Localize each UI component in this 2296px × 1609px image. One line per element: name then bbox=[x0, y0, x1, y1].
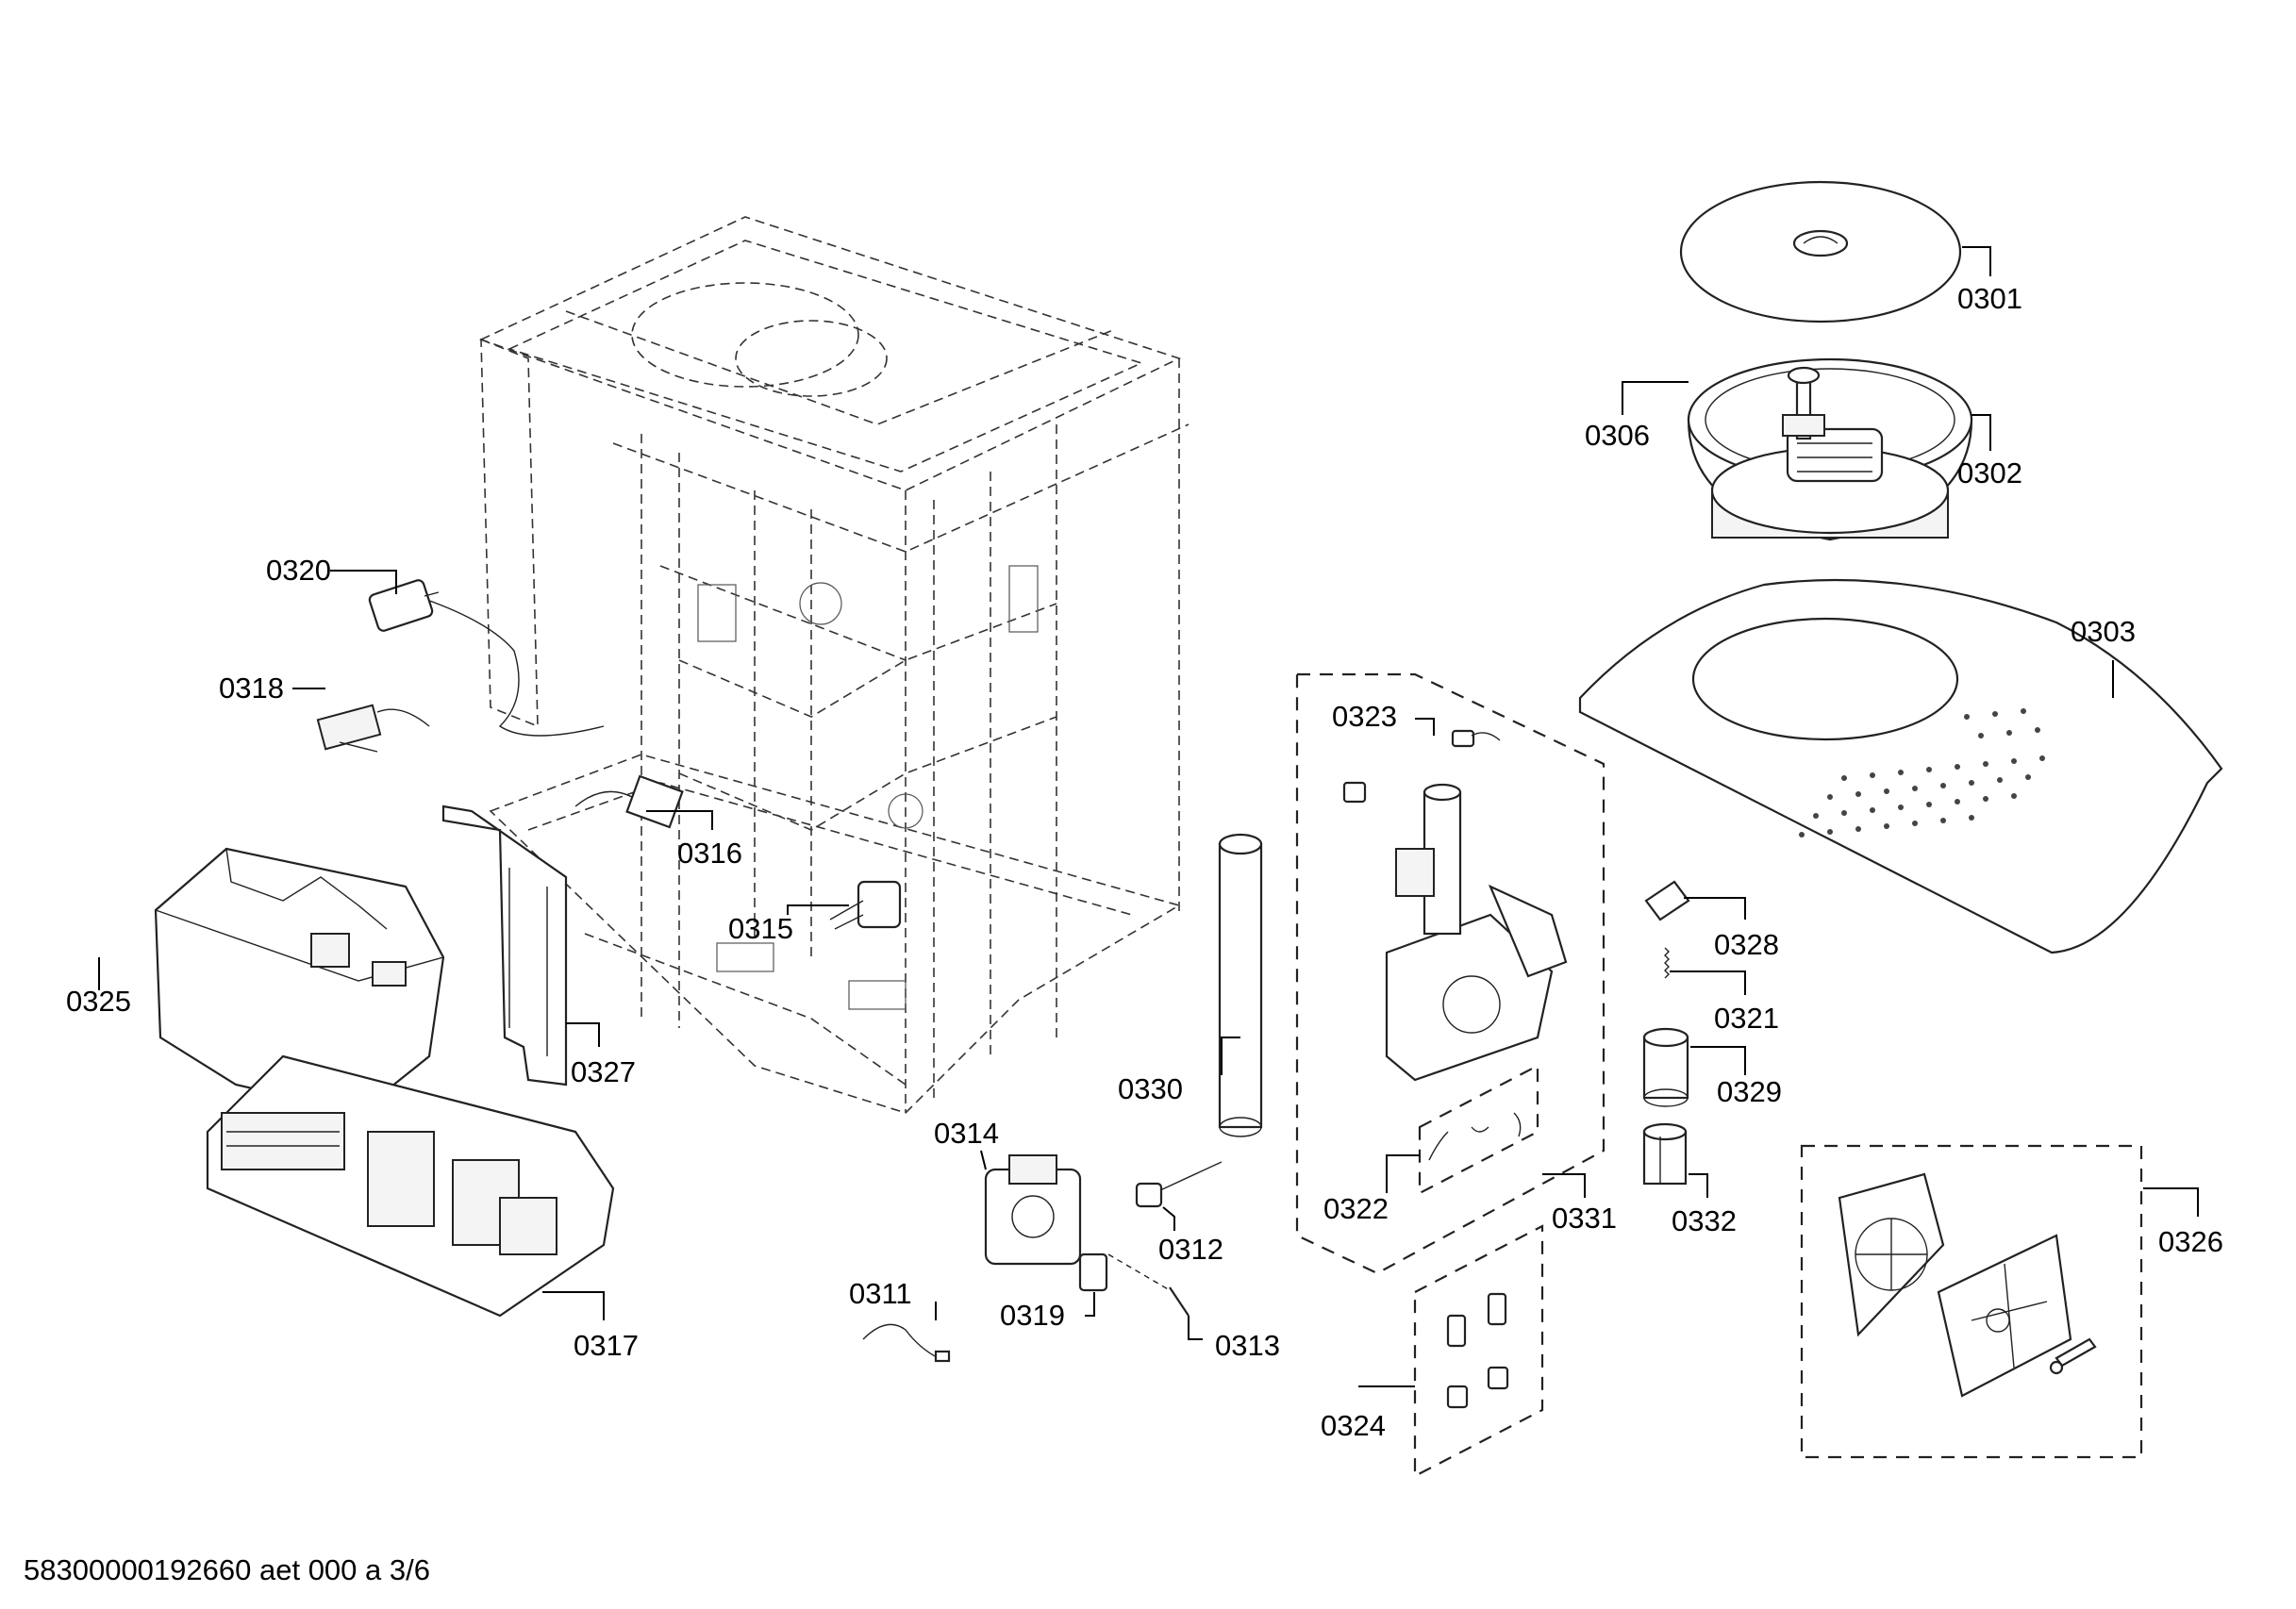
group-0331-brew-unit bbox=[1295, 672, 1606, 1275]
label-0312: 0312 bbox=[1158, 1233, 1223, 1266]
label-0328: 0328 bbox=[1714, 928, 1779, 961]
label-0323: 0323 bbox=[1332, 700, 1397, 733]
group-0324-fittings bbox=[1413, 1224, 1544, 1478]
label-0301: 0301 bbox=[1957, 282, 2022, 315]
label-0317: 0317 bbox=[574, 1329, 639, 1362]
part-0328-clip bbox=[1644, 880, 1690, 921]
label-0315: 0315 bbox=[728, 912, 793, 945]
label-0327: 0327 bbox=[571, 1055, 636, 1088]
leader-lines bbox=[98, 246, 2199, 1387]
label-0313: 0313 bbox=[1215, 1329, 1280, 1362]
part-0325-electronics-cover bbox=[154, 847, 445, 1115]
label-0314: 0314 bbox=[934, 1117, 999, 1150]
part-0302-bean-container bbox=[1687, 357, 1973, 541]
label-0318: 0318 bbox=[219, 672, 284, 705]
part-0303-top-cover bbox=[1578, 578, 2223, 954]
vent-holes bbox=[1799, 708, 2045, 838]
part-0312-connector bbox=[1135, 1161, 1223, 1208]
label-0303: 0303 bbox=[2071, 615, 2136, 648]
label-0324: 0324 bbox=[1321, 1409, 1386, 1442]
label-0306: 0306 bbox=[1585, 419, 1650, 452]
label-0326: 0326 bbox=[2158, 1225, 2223, 1258]
part-0301-lid bbox=[1679, 180, 1962, 323]
label-0332: 0332 bbox=[1672, 1204, 1737, 1237]
part-0313-screw bbox=[1107, 1253, 1190, 1317]
group-0322-seals bbox=[1418, 1064, 1539, 1195]
label-0302: 0302 bbox=[1957, 456, 2022, 489]
label-0316: 0316 bbox=[677, 837, 742, 870]
label-0321: 0321 bbox=[1714, 1002, 1779, 1035]
part-0327-side-bracket bbox=[441, 804, 568, 1086]
main-housing-frame bbox=[478, 216, 1190, 1114]
label-0320: 0320 bbox=[266, 554, 331, 587]
part-0317-control-board bbox=[206, 1054, 615, 1318]
label-0330: 0330 bbox=[1118, 1072, 1183, 1105]
part-0311-sensor-wire bbox=[862, 1323, 951, 1363]
part-labels: 0301 0306 0302 0303 0320 0318 0323 0316 … bbox=[66, 282, 2223, 1442]
part-0321-spring bbox=[1664, 947, 1670, 979]
label-0325: 0325 bbox=[66, 985, 131, 1018]
label-0322: 0322 bbox=[1323, 1192, 1389, 1225]
part-0314-valve bbox=[984, 1154, 1082, 1266]
part-0320-power-cord bbox=[368, 579, 605, 737]
document-reference: 58300000192660 aet 000 a 3/6 bbox=[24, 1553, 430, 1586]
part-0319-switch bbox=[1078, 1252, 1108, 1292]
part-0332-sleeve bbox=[1642, 1122, 1688, 1186]
part-0315-coupling bbox=[829, 880, 902, 930]
part-0329-cylinder bbox=[1642, 1027, 1689, 1107]
label-0329: 0329 bbox=[1717, 1075, 1782, 1108]
label-0311: 0311 bbox=[849, 1277, 912, 1310]
part-0318-connector bbox=[316, 704, 430, 753]
label-0331: 0331 bbox=[1552, 1202, 1617, 1235]
group-0326-flap-kit bbox=[1800, 1144, 2143, 1459]
part-0316-sensor bbox=[574, 774, 684, 829]
label-0319: 0319 bbox=[1000, 1299, 1065, 1332]
part-0330-tube bbox=[1218, 833, 1263, 1137]
